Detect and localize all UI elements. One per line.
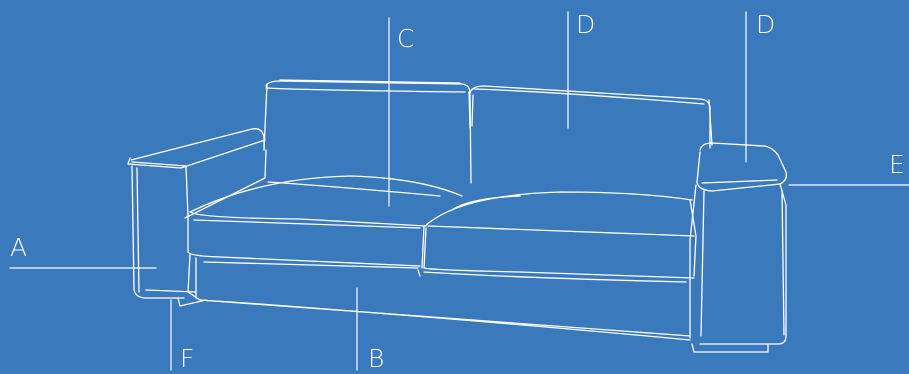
seat-cushion-left bbox=[188, 176, 462, 268]
back-cushion-right bbox=[470, 86, 712, 148]
armrest-right bbox=[690, 143, 786, 352]
seat-cushion-right bbox=[424, 192, 696, 278]
label-b: B bbox=[368, 346, 384, 371]
label-c: C bbox=[397, 26, 414, 51]
label-e: E bbox=[889, 152, 905, 177]
label-d-arm: D bbox=[756, 12, 775, 37]
back-cushion-left bbox=[264, 80, 471, 183]
label-f: F bbox=[180, 346, 194, 371]
label-d-back: D bbox=[576, 12, 595, 37]
sofa-base bbox=[188, 254, 690, 340]
label-a: A bbox=[10, 235, 27, 260]
